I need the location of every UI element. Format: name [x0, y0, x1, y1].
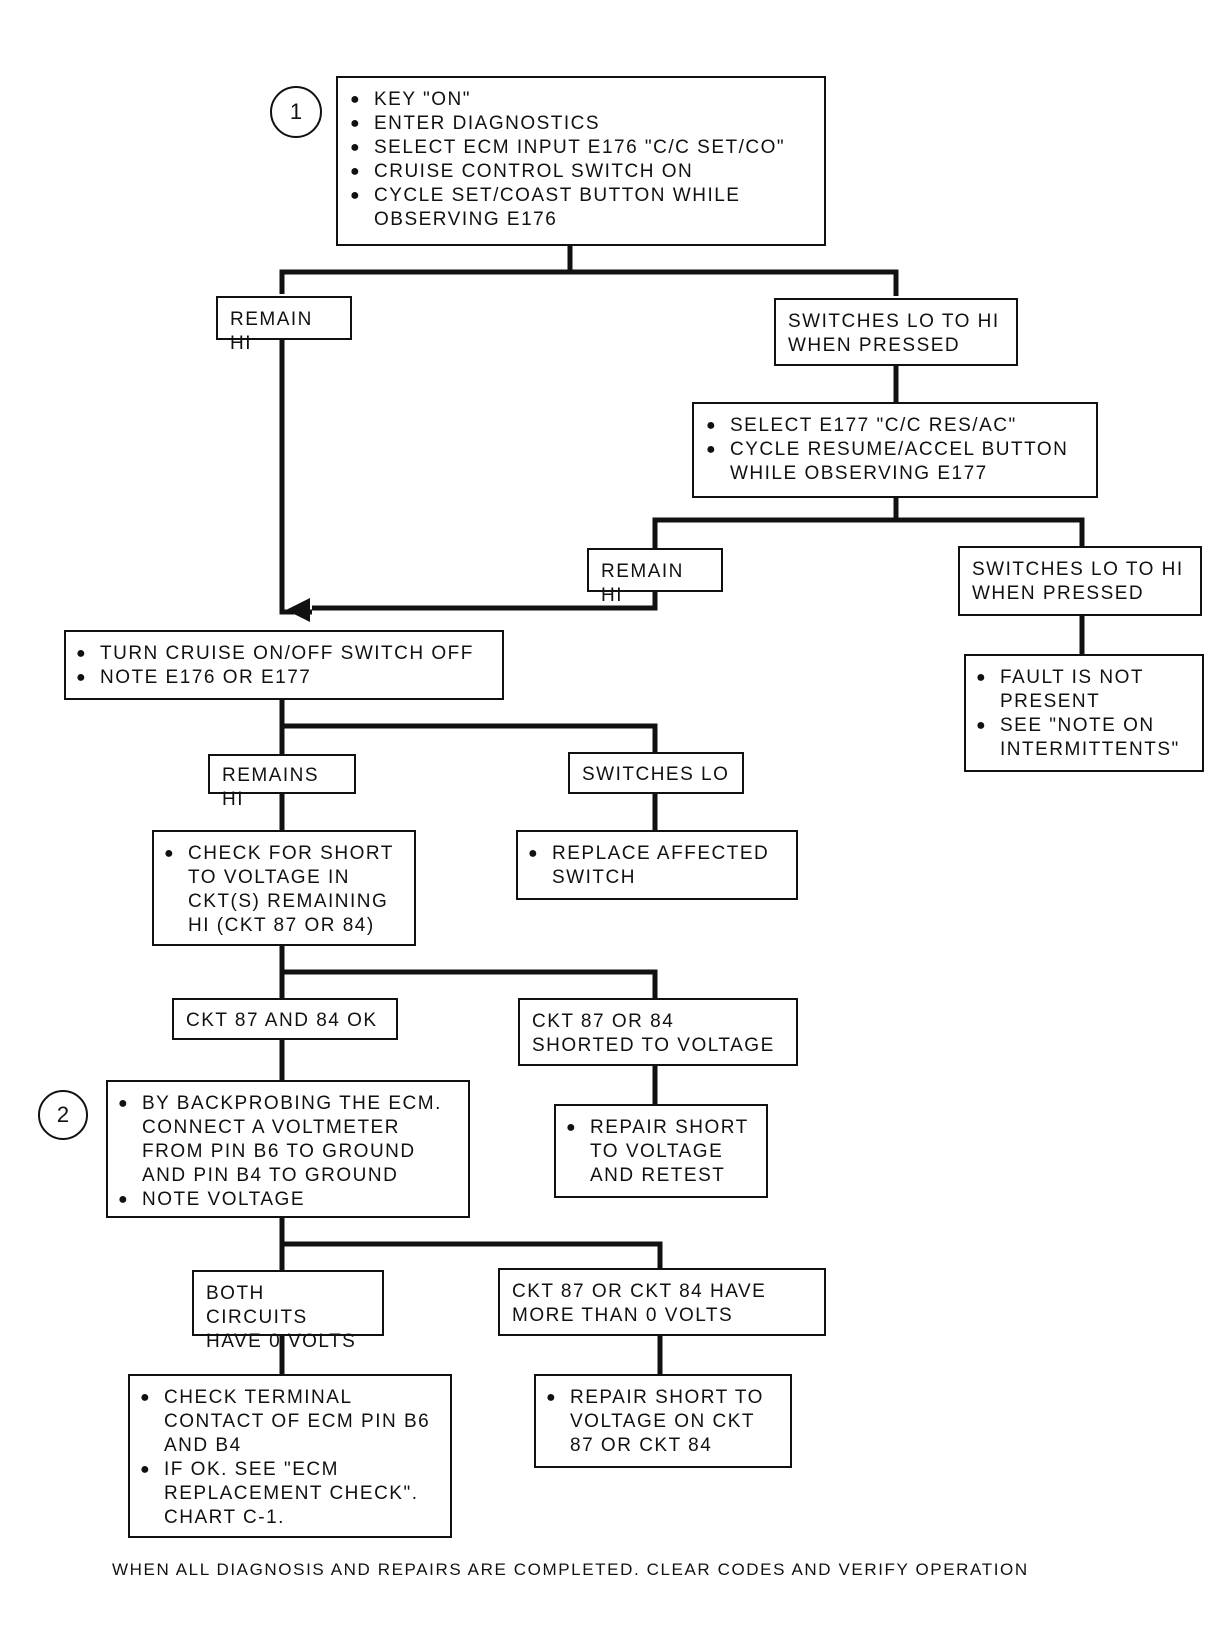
repair-retest-item: REPAIR SHORT TO VOLTAGE AND RETEST: [564, 1116, 758, 1188]
backprobe-item: NOTE VOLTAGE: [116, 1188, 460, 1212]
check-terminal-box: CHECK TERMINAL CONTACT OF ECM PIN B6 AND…: [128, 1374, 452, 1538]
e177-item: CYCLE RESUME/ACCEL BUTTON WHILE OBSERVIN…: [704, 438, 1086, 486]
start-item: ENTER DIAGNOSTICS: [348, 112, 814, 136]
repair-ckt-box: REPAIR SHORT TO VOLTAGE ON CKT 87 OR CKT…: [534, 1374, 792, 1468]
e177-item: SELECT E177 "C/C RES/AC": [704, 414, 1086, 438]
step-2-circle: 2: [38, 1090, 88, 1140]
check-short-box: CHECK FOR SHORT TO VOLTAGE IN CKT(S) REM…: [152, 830, 416, 946]
replace-item: REPLACE AFFECTED SWITCH: [526, 842, 788, 890]
remain-hi-box-1: REMAIN HI: [216, 296, 352, 354]
footer-note: WHEN ALL DIAGNOSIS AND REPAIRS ARE COMPL…: [112, 1560, 1029, 1579]
fault-box: FAULT IS NOT PRESENT SEE "NOTE ON INTERM…: [964, 654, 1204, 772]
check-terminal-item: IF OK. SEE "ECM REPLACEMENT CHECK". CHAR…: [138, 1458, 442, 1530]
start-item: CRUISE CONTROL SWITCH ON: [348, 160, 814, 184]
switches-lo-hi-box-1: SWITCHES LO TO HI WHEN PRESSED: [774, 298, 1018, 366]
repair-ckt-item: REPAIR SHORT TO VOLTAGE ON CKT 87 OR CKT…: [544, 1386, 782, 1458]
fault-item: SEE "NOTE ON INTERMITTENTS": [974, 714, 1194, 762]
turn-off-item: NOTE E176 OR E177: [74, 666, 494, 690]
both-zero-label: BOTH CIRCUITS HAVE 0 VOLTS: [206, 1283, 357, 1352]
switches-lo-hi-box-2: SWITCHES LO TO HI WHEN PRESSED: [958, 546, 1202, 616]
start-item: CYCLE SET/COAST BUTTON WHILE OBSERVING E…: [348, 184, 814, 232]
ckt-ok-label: CKT 87 AND 84 OK: [186, 1010, 378, 1031]
switches-lo-box: SWITCHES LO: [568, 752, 744, 794]
backprobe-box: BY BACKPROBING THE ECM. CONNECT A VOLTME…: [106, 1080, 470, 1218]
backprobe-item: BY BACKPROBING THE ECM. CONNECT A VOLTME…: [116, 1092, 460, 1188]
start-item: KEY "ON": [348, 88, 814, 112]
step-1-number: 1: [289, 99, 303, 124]
select-e177-box: SELECT E177 "C/C RES/AC" CYCLE RESUME/AC…: [692, 402, 1098, 498]
remain-hi-label: REMAIN HI: [601, 561, 684, 606]
arrow-head: [286, 598, 310, 622]
ckt-shorted-label: CKT 87 OR 84 SHORTED TO VOLTAGE: [532, 1011, 775, 1056]
remain-hi-box-2: REMAIN HI: [587, 548, 723, 606]
step-2-number: 2: [56, 1102, 70, 1127]
remains-hi-label: REMAINS HI: [222, 765, 320, 810]
check-terminal-item: CHECK TERMINAL CONTACT OF ECM PIN B6 AND…: [138, 1386, 442, 1458]
remain-hi-label: REMAIN HI: [230, 309, 313, 354]
check-short-item: CHECK FOR SHORT TO VOLTAGE IN CKT(S) REM…: [162, 842, 406, 938]
fault-item: FAULT IS NOT PRESENT: [974, 666, 1194, 714]
start-box: KEY "ON" ENTER DIAGNOSTICS SELECT ECM IN…: [336, 76, 826, 246]
both-zero-box: BOTH CIRCUITS HAVE 0 VOLTS: [192, 1270, 384, 1352]
switches-lo-hi-label: SWITCHES LO TO HI WHEN PRESSED: [972, 559, 1184, 604]
turn-off-item: TURN CRUISE ON/OFF SWITCH OFF: [74, 642, 494, 666]
replace-box: REPLACE AFFECTED SWITCH: [516, 830, 798, 900]
remains-hi-box: REMAINS HI: [208, 754, 356, 810]
start-item: SELECT ECM INPUT E176 "C/C SET/CO": [348, 136, 814, 160]
more-than-zero-label: CKT 87 OR CKT 84 HAVE MORE THAN 0 VOLTS: [512, 1281, 767, 1326]
switches-lo-label: SWITCHES LO: [582, 764, 730, 785]
repair-retest-box: REPAIR SHORT TO VOLTAGE AND RETEST: [554, 1104, 768, 1198]
step-1-circle: 1: [270, 86, 322, 138]
turn-off-box: TURN CRUISE ON/OFF SWITCH OFF NOTE E176 …: [64, 630, 504, 700]
ckt-ok-box: CKT 87 AND 84 OK: [172, 998, 398, 1040]
more-than-zero-box: CKT 87 OR CKT 84 HAVE MORE THAN 0 VOLTS: [498, 1268, 826, 1336]
ckt-shorted-box: CKT 87 OR 84 SHORTED TO VOLTAGE: [518, 998, 798, 1066]
switches-lo-hi-label: SWITCHES LO TO HI WHEN PRESSED: [788, 311, 1000, 356]
